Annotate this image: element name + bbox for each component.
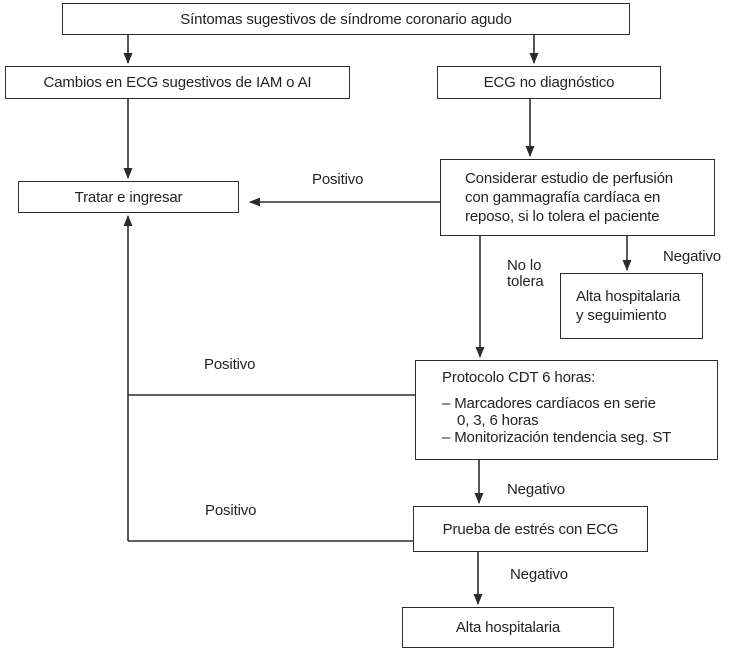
node-considerar-perfusion: Considerar estudio de perfusión con gamm…: [440, 159, 715, 236]
node-ecg-no-diagnostico-label: ECG no diagnóstico: [483, 74, 615, 91]
node-ecg-no-diagnostico: ECG no diagnóstico: [437, 66, 661, 99]
edge-label-no-lo-tolera: No lo tolera: [507, 257, 544, 290]
node-cambios-ecg-label: Cambios en ECG sugestivos de IAM o AI: [43, 74, 312, 91]
node-tratar-ingresar-label: Tratar e ingresar: [74, 188, 183, 206]
edge-label-positivo-considerar: Positivo: [312, 171, 364, 188]
node-alta-hospitalaria-label: Alta hospitalaria: [455, 619, 561, 636]
node-alta-seguimiento-label: Alta hospitalaria y seguimiento: [576, 288, 681, 324]
node-prueba-estres: Prueba de estrés con ECG: [413, 506, 648, 552]
node-protocolo-item-marcadores: – Marcadores cardíacos en serie 0, 3, 6 …: [442, 395, 656, 429]
node-cambios-ecg: Cambios en ECG sugestivos de IAM o AI: [5, 66, 350, 99]
node-sintomas-label: Síntomas sugestivos de síndrome coronari…: [180, 10, 512, 28]
node-protocolo-cdt: Protocolo CDT 6 horas: – Marcadores card…: [415, 360, 718, 460]
node-alta-seguimiento: Alta hospitalaria y seguimiento: [560, 273, 703, 339]
node-protocolo-title: Protocolo CDT 6 horas:: [442, 369, 596, 386]
node-tratar-ingresar: Tratar e ingresar: [18, 181, 239, 213]
edge-label-positivo-prueba: Positivo: [205, 502, 257, 519]
node-protocolo-item-monitorizacion: – Monitorización tendencia seg. ST: [442, 429, 672, 446]
node-prueba-estres-label: Prueba de estrés con ECG: [442, 520, 619, 538]
node-considerar-perfusion-label: Considerar estudio de perfusión con gamm…: [465, 170, 673, 225]
node-alta-hospitalaria: Alta hospitalaria: [402, 607, 614, 648]
edge-label-positivo-protocolo: Positivo: [204, 356, 256, 373]
edge-label-negativo-protocolo: Negativo: [507, 481, 566, 498]
node-sintomas: Síntomas sugestivos de síndrome coronari…: [62, 3, 630, 35]
edge-label-negativo-prueba: Negativo: [510, 566, 569, 583]
edge-label-negativo-considerar: Negativo: [663, 248, 722, 265]
